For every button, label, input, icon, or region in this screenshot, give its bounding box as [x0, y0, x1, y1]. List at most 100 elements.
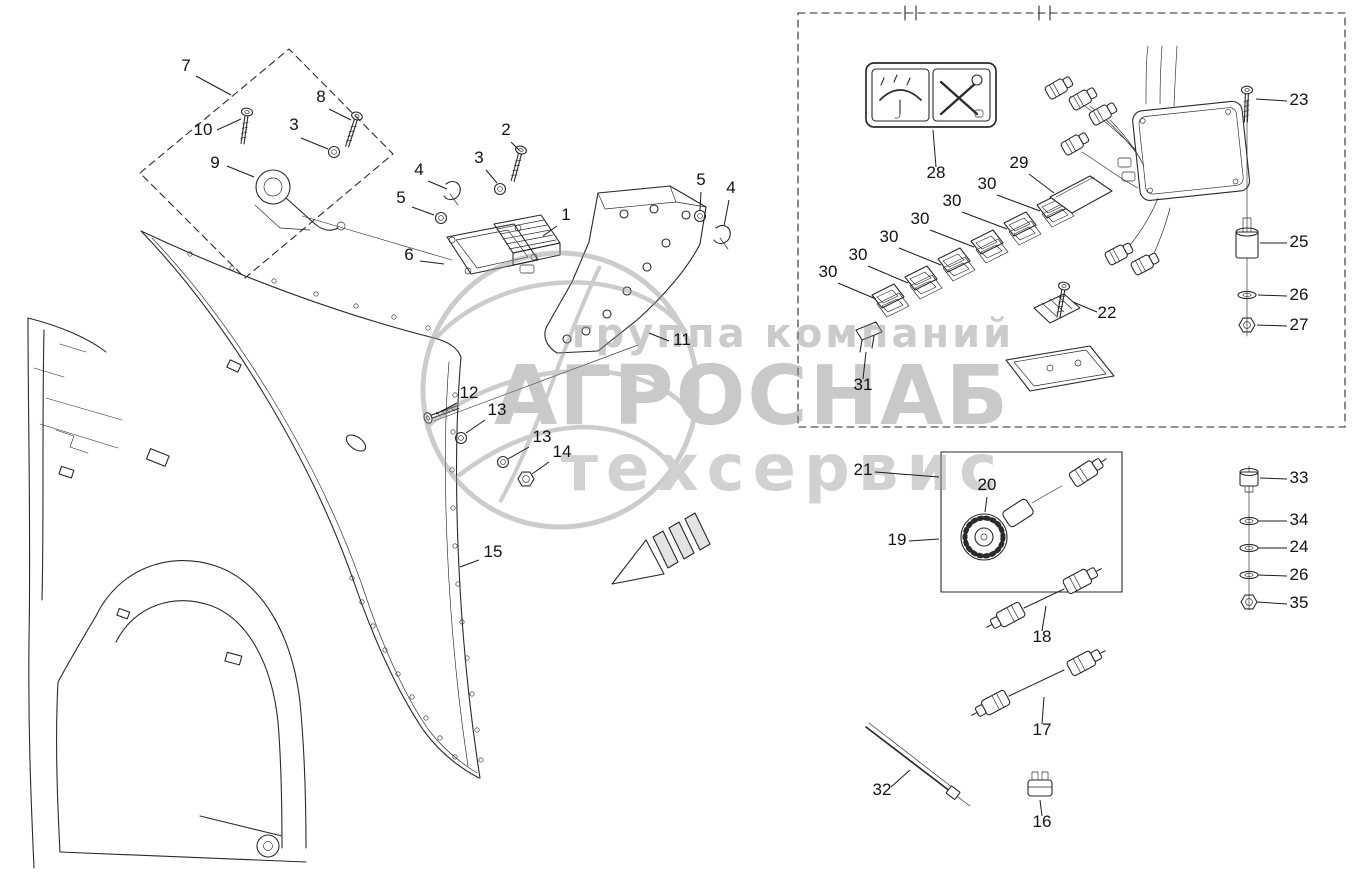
- part-number-10: 10: [194, 120, 213, 139]
- part-number-11: 11: [673, 330, 691, 349]
- leader-line-32: [890, 769, 911, 788]
- screw-8: [341, 110, 364, 149]
- detail-boundary-parallelogram: [139, 48, 394, 279]
- control-box: [1132, 100, 1251, 201]
- part-number-16: 16: [1033, 812, 1052, 831]
- part-number-4: 4: [726, 178, 735, 197]
- part-number-9: 9: [210, 153, 219, 172]
- washer-13b: [496, 455, 510, 469]
- leader-line-20: [984, 496, 988, 513]
- leader-line-4: [427, 180, 448, 190]
- leader-line-18: [1041, 605, 1047, 632]
- leader-line-1: [542, 225, 558, 237]
- fastener-stack-right: [1235, 85, 1259, 337]
- cable-plug: [1067, 451, 1112, 488]
- part-number-29: 29: [1010, 153, 1029, 172]
- cable-18: [982, 561, 1106, 635]
- washer-3b: [493, 182, 507, 196]
- alignment-line: [301, 215, 453, 261]
- fuse-30: [1003, 211, 1037, 237]
- part-number-28: 28: [927, 163, 946, 182]
- leader-line-3: [485, 169, 498, 184]
- cable-connector: [1129, 250, 1162, 277]
- part-number-21: 21: [854, 460, 873, 479]
- part-number-26: 26: [1290, 285, 1309, 304]
- watermark-line-1: группа компаний: [572, 311, 1014, 357]
- wheel-arch-inner: [115, 600, 283, 849]
- fuse-30: [871, 283, 905, 309]
- frame-top-edge: [27, 317, 107, 353]
- small-parts-bottom: [865, 722, 1053, 807]
- washer-3a: [327, 145, 341, 159]
- leader-line-23: [1255, 98, 1288, 102]
- leader-line-15: [459, 559, 480, 568]
- leader-line-3: [300, 137, 329, 150]
- mounting-bracket-11: [544, 185, 707, 354]
- leader-line-12: [435, 402, 458, 415]
- screw-2: [506, 144, 528, 183]
- part-number-12: 12: [460, 383, 479, 402]
- leader-line-16: [1039, 799, 1043, 817]
- fuse-30: [970, 229, 1004, 255]
- cable-kit-box: [940, 451, 1123, 593]
- cable-connector: [1059, 129, 1092, 157]
- gasket-plate-6: [446, 223, 539, 275]
- wheel-arch-outer: [95, 560, 307, 849]
- part-number-13: 13: [533, 427, 552, 446]
- part-number-23: 23: [1290, 90, 1309, 109]
- watermark-line-2: АГРОСНАБ: [494, 349, 1010, 444]
- part-number-6: 6: [404, 245, 413, 264]
- washer-5b: [693, 209, 707, 223]
- cable-17: [967, 643, 1110, 723]
- leader-line-13: [465, 419, 486, 434]
- leader-line-8: [328, 108, 352, 121]
- screw-22: [1052, 280, 1071, 320]
- leader-line-26: [1257, 294, 1288, 297]
- part-number-2: 2: [501, 120, 510, 139]
- part-number-13: 13: [488, 400, 507, 419]
- part-number-26: 26: [1290, 565, 1309, 584]
- part-number-33: 33: [1290, 468, 1309, 487]
- part-number-14: 14: [553, 442, 572, 461]
- part-number-30: 30: [819, 262, 838, 281]
- part-number-17: 17: [1033, 720, 1052, 739]
- fuse-30: [937, 247, 971, 273]
- side-panel-15: [140, 230, 484, 779]
- leader-line-13: [507, 446, 530, 460]
- crossed-tools-icon: [939, 74, 984, 118]
- part-number-8: 8: [316, 87, 325, 106]
- clip-4b: [713, 225, 731, 250]
- part-number-35: 35: [1290, 593, 1309, 612]
- watermark-line-3: техсервис: [561, 432, 1005, 506]
- panel-rivets: [187, 251, 484, 763]
- part-number-20: 20: [978, 475, 997, 494]
- part-number-3: 3: [474, 148, 483, 167]
- leader-line-5: [699, 191, 702, 211]
- panel-right-edge: [456, 356, 481, 779]
- electric-kit-group: [797, 5, 1346, 428]
- part-number-19: 19: [888, 530, 907, 549]
- leader-line-7: [195, 75, 232, 96]
- leader-line-11: [648, 332, 670, 342]
- panel-left-edge: [140, 230, 480, 779]
- control-box-group: [1043, 45, 1251, 277]
- part-number-32: 32: [873, 780, 892, 799]
- part-number-30: 30: [849, 245, 868, 264]
- leader-line-9: [226, 165, 255, 178]
- part-number-25: 25: [1290, 232, 1309, 251]
- cap-33: [1239, 467, 1259, 493]
- horn-9: [255, 169, 291, 205]
- part-number-30: 30: [978, 174, 997, 193]
- warning-label-28: [865, 62, 997, 128]
- panel-top-edge: [140, 230, 462, 358]
- leader-line-30: [867, 265, 909, 284]
- cable-tie-32: [865, 722, 971, 807]
- round-connector-20: [960, 451, 1112, 561]
- part-number-34: 34: [1290, 510, 1309, 529]
- clip-4a: [443, 181, 461, 206]
- panel-handle-slot: [345, 434, 367, 452]
- part-number-4: 4: [414, 160, 423, 179]
